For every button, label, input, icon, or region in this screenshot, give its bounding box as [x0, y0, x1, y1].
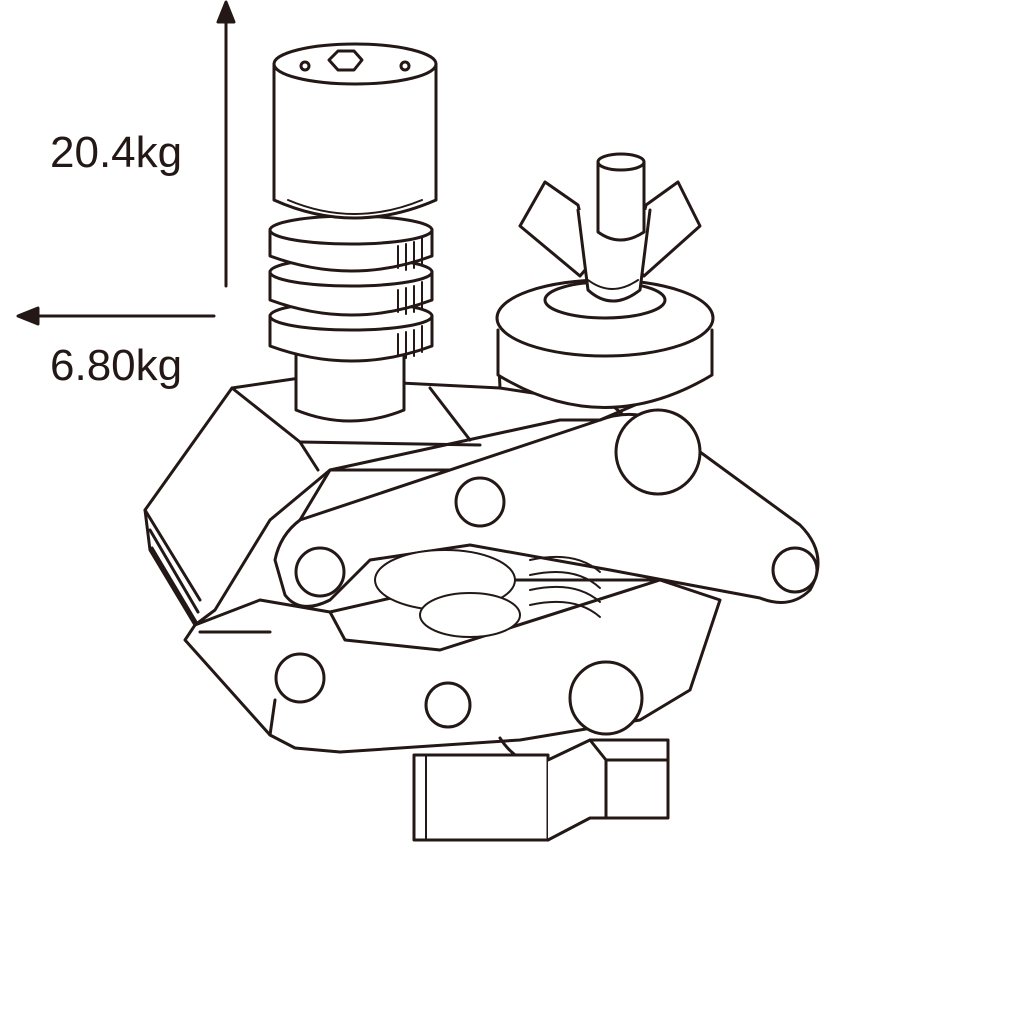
baby-pin: [268, 42, 438, 423]
clamp-handle: [412, 736, 670, 842]
wing-nut: [495, 152, 715, 409]
vertical-load-label: 20.4kg: [50, 128, 183, 177]
vertical-load-arrow: [216, 0, 236, 288]
inner-spring: [374, 549, 601, 638]
horizontal-load-label: 6.80kg: [50, 341, 183, 390]
pivot-pins: [274, 408, 819, 736]
clamp-body: [143, 343, 642, 627]
horizontal-load-arrow: [16, 306, 216, 326]
